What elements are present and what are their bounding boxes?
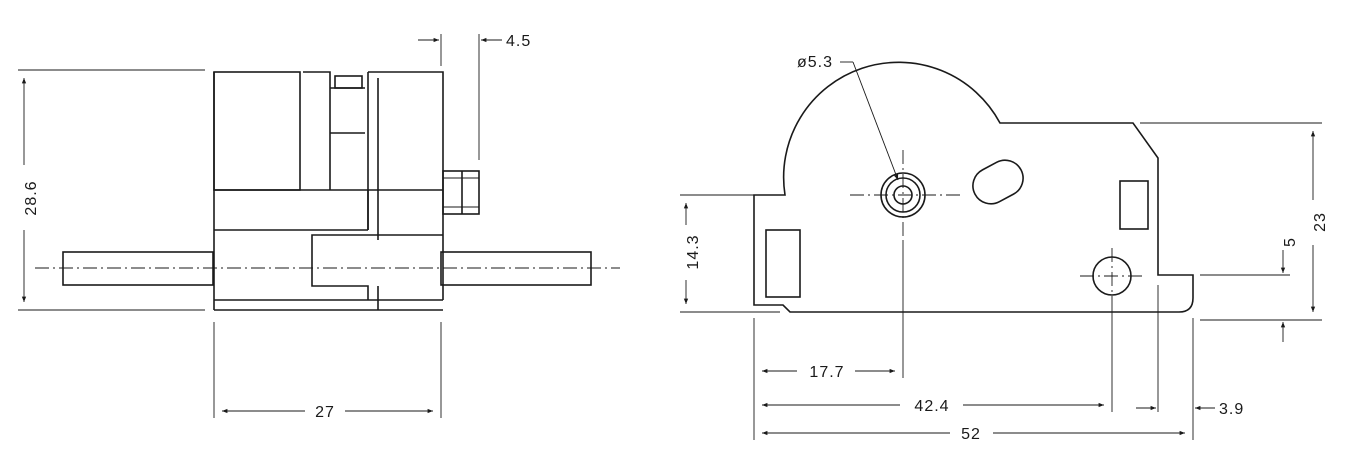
housing-outline (753, 61, 1194, 313)
dim-label-edge: 3.9 (1219, 401, 1244, 418)
slot (972, 159, 1024, 205)
dim-label-step: 5 (1282, 237, 1299, 247)
dim-offset-4-5: 4.5 (418, 33, 531, 160)
dim-height-14-3: 14.3 (680, 194, 780, 313)
dim-label-height: 28.6 (23, 180, 40, 215)
dim-label-height-left: 14.3 (685, 234, 702, 269)
dim-height-28-6: 28.6 (18, 69, 205, 311)
front-view: ø5.3 14.3 23 5 (680, 54, 1329, 443)
dim-42-4: 42.4 (762, 398, 1104, 415)
dim-width-27: 27 (213, 322, 442, 421)
dim-52: 52 (762, 426, 1185, 443)
dim-3-9: 3.9 (1136, 401, 1244, 418)
dim-label-hole2-x: 42.4 (914, 398, 949, 415)
side-view: 28.6 27 4.5 (18, 33, 620, 421)
dim-label-hole-dia: ø5.3 (797, 54, 833, 71)
input-shaft (442, 170, 480, 215)
dim-extension-lines (753, 240, 1194, 440)
dim-label-hole-x: 17.7 (809, 364, 844, 381)
dim-step-5: 5 (1200, 237, 1299, 342)
dim-label-shaft-offset: 4.5 (506, 33, 531, 50)
dim-label-width: 27 (315, 404, 335, 421)
dim-17-7: 17.7 (762, 364, 895, 381)
left-window (765, 229, 801, 298)
motor-body (213, 71, 444, 311)
main-hole (850, 150, 960, 240)
dim-height-23: 23 (1140, 122, 1329, 321)
dim-hole-diameter: ø5.3 (797, 54, 899, 181)
output-shaft (62, 251, 592, 286)
dim-label-overall: 52 (961, 426, 981, 443)
dim-label-height-right: 23 (1312, 212, 1329, 232)
right-window (1119, 180, 1149, 230)
lower-hole (1080, 248, 1145, 300)
